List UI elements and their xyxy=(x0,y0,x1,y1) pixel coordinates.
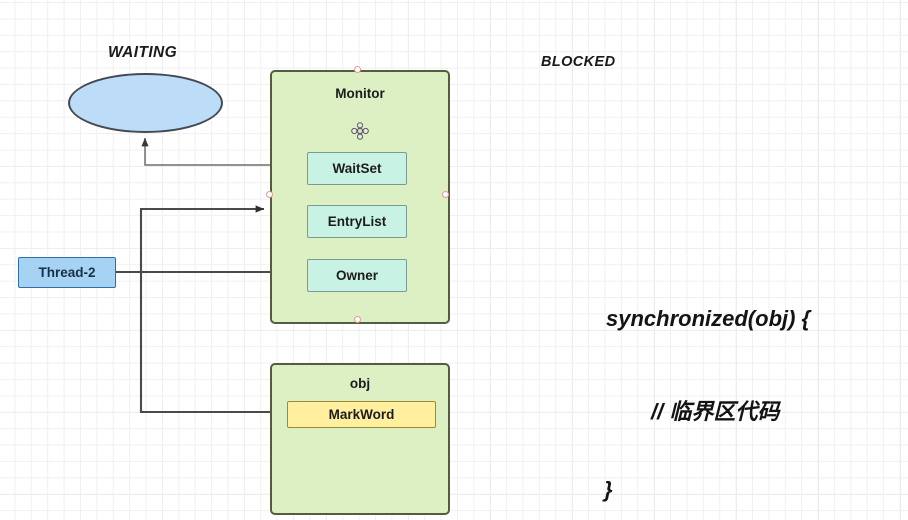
monitor-handle-top[interactable] xyxy=(354,66,361,73)
thread-2-box[interactable]: Thread-2 xyxy=(18,257,116,288)
monitor-owner-box[interactable]: Owner xyxy=(307,259,407,292)
monitor-waitset-box[interactable]: WaitSet xyxy=(307,152,407,185)
move-four-way-icon[interactable] xyxy=(351,122,369,140)
code-line-comment: // 临界区代码 xyxy=(651,399,780,424)
obj-container[interactable]: obj MarkWord xyxy=(270,363,450,515)
monitor-handle-right[interactable] xyxy=(442,191,449,198)
obj-markword-box[interactable]: MarkWord xyxy=(287,401,436,428)
code-line-synchronized: synchronized(obj) { xyxy=(606,306,811,331)
code-line-close-brace: } xyxy=(604,477,613,502)
waiting-state-ellipse[interactable] xyxy=(68,73,223,133)
monitor-handle-bottom[interactable] xyxy=(354,316,361,323)
edge-markword-to-monitor xyxy=(139,205,285,414)
waiting-state-label: WAITING xyxy=(108,44,178,61)
monitor-entrylist-box[interactable]: EntryList xyxy=(307,205,407,238)
monitor-title: Monitor xyxy=(335,86,385,101)
blocked-state-label: BLOCKED xyxy=(541,54,616,70)
obj-title: obj xyxy=(349,376,371,391)
monitor-handle-left[interactable] xyxy=(266,191,273,198)
monitor-container[interactable]: Monitor WaitSet EntryList Owner xyxy=(270,70,450,324)
